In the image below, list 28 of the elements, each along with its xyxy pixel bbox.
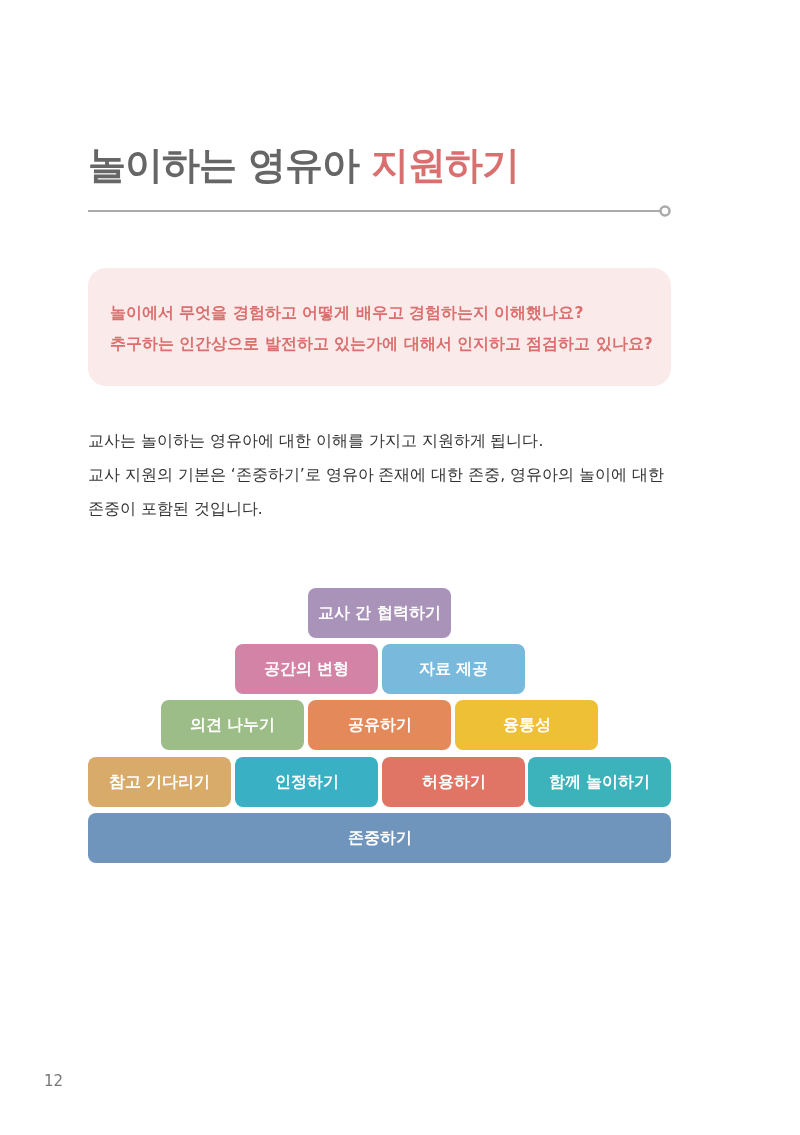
pyramid-block [235,644,378,694]
question-text: 추구하는 인간상으로 발전하고 있는가에 대해서 인지하고 점검하고 있나요? [110,334,653,355]
block-label: 의견 나누기 [189,714,276,736]
block-label: 함께 놀이하기 [548,771,651,793]
block-label: 인정하기 [274,771,339,793]
block-label: 공유하기 [347,714,412,736]
block-label: 교사 간 협력하기 [317,602,442,624]
pyramid-block [528,757,671,807]
page-title: 놀이하는 영유아 지원하기 [88,142,520,189]
body-paragraph: 교사 지원의 기본은 ‘존중하기’로 영유아 존재에 대한 존중, 영유아의 놀이에 대한 존중이 포함된 것입니다. [88,465,666,520]
pyramid-block [455,700,598,750]
question-text: 놀이에서 무엇을 경험하고 어떻게 배우고 경험하는지 이해했나요? [110,303,584,324]
block-label: 허용하기 [421,771,486,793]
body-paragraph: 교사는 놀이하는 영유아에 대한 이해를 가지고 지원하게 됩니다. [88,431,545,452]
block-label: 자료 제공 [418,658,489,680]
pyramid-block [308,588,451,638]
pyramid-block [382,644,525,694]
block-label: 참고 기다리기 [108,771,211,793]
pyramid-block [308,700,451,750]
page-number: 12 [44,1072,64,1090]
pyramid-block [88,757,231,807]
block-label: 존중하기 [347,827,412,849]
block-label: 융통성 [502,714,551,736]
pyramid-block [88,813,671,863]
block-label: 공간의 변형 [263,658,350,680]
pyramid-block [235,757,378,807]
pyramid-block [382,757,525,807]
pyramid-block [161,700,304,750]
